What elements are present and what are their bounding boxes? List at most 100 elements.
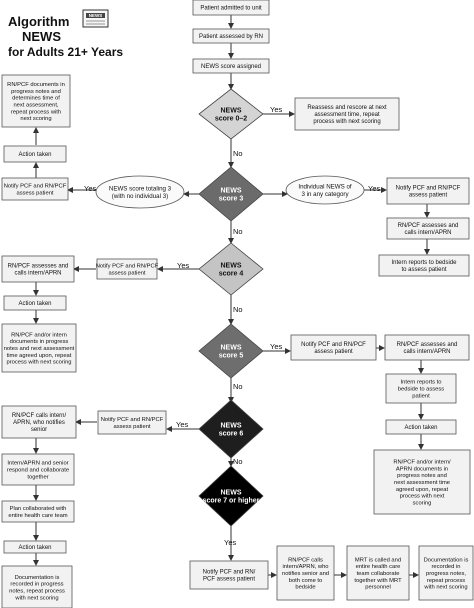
node-text-line: entire health care team xyxy=(8,513,67,519)
score3-left-action-box: Action taken xyxy=(3,145,67,163)
score4-doc-box-shape xyxy=(1,323,77,373)
no-label: No xyxy=(233,227,243,236)
node-text-line: RN/PCF assesses and xyxy=(8,264,69,270)
node-text-line: senior xyxy=(31,427,47,433)
node-text-line: Notify PCF and RN/PCF xyxy=(396,186,461,192)
node-text-line: intern/APRN, who xyxy=(282,564,328,570)
node-text-line: recorded in progress xyxy=(10,582,63,588)
score3-left-notify-box-shape xyxy=(1,177,69,201)
node-text-line: calls intern/APRN xyxy=(14,271,61,277)
score4-action-box: Action taken xyxy=(3,295,67,311)
node-text-line: personnel xyxy=(365,585,390,591)
node-text-line: Action taken xyxy=(18,152,51,158)
node-text-line: Documentation is xyxy=(424,557,469,563)
score5-doc-box: RN/PCF and/or intern/APRN documents inpr… xyxy=(373,449,471,515)
node-text-line: Intern reports to bedside xyxy=(391,260,457,266)
score-assigned-box-shape xyxy=(192,58,270,74)
node-text-line: 3 in any category xyxy=(301,191,349,198)
score3-right-notify-box-shape xyxy=(386,177,470,205)
node-text-line: Individual NEWS of xyxy=(298,184,352,191)
node-text-line: with next scoring xyxy=(14,595,58,601)
node-text-line: RN/PCF and/or intern/ xyxy=(393,459,451,465)
node-text-line: assess patient xyxy=(113,424,150,430)
no-label: No xyxy=(233,457,243,466)
node-text-line: calls intern/APRN xyxy=(404,230,451,236)
node-text-line: RN/PCF assesses and xyxy=(397,342,458,348)
node-text-line: assess patient xyxy=(409,193,448,199)
node-text-line: next assessment time xyxy=(394,480,450,486)
node-text-line: score 0–2 xyxy=(215,116,247,123)
score6-action-box-shape xyxy=(3,540,67,554)
node-text-line: Documentation is xyxy=(15,575,60,581)
node-text-line: Notify PCF and RN/PCF xyxy=(96,264,159,270)
connectors xyxy=(33,15,430,578)
edge-labels: Yes No Yes Yes No Yes No Yes No Yes No Y… xyxy=(84,105,380,547)
node-text-line: process with next scoring xyxy=(313,119,380,125)
score5-intern-box-shape xyxy=(385,373,457,404)
node-text-line: calls intern/APRN xyxy=(403,349,450,355)
node-text-line: next scoring xyxy=(20,116,51,122)
node-text-line: recorded in xyxy=(431,564,460,570)
node-text-line: progress notes and xyxy=(11,89,61,95)
yes-label: Yes xyxy=(177,261,189,270)
score5-action-box-shape xyxy=(385,419,457,435)
node-text-line: NEWS xyxy=(221,489,242,496)
node-text-line: notifies senior and xyxy=(282,571,329,577)
score3-left-action-box-shape xyxy=(3,145,67,163)
node-text-line: bedside to assess xyxy=(398,387,445,393)
node-text-line: assessment time, repeat xyxy=(314,112,380,118)
score4-calls-box-shape xyxy=(1,255,75,283)
node-text-line: to assess patient xyxy=(401,267,446,273)
node-text-line: NEWS xyxy=(221,262,242,269)
score7-doc-box-shape xyxy=(418,545,474,601)
node-text-line: patient xyxy=(412,393,430,399)
node-text-line: NEWS xyxy=(221,344,242,351)
score5-notify-box-shape xyxy=(290,334,377,361)
node-text-line: repeat process with xyxy=(11,109,61,115)
yes-label: Yes xyxy=(270,105,282,114)
node-text-line: RN/PCF calls intern/ xyxy=(12,413,67,419)
patient-assessed-box: Patient assessed by RN xyxy=(192,28,270,44)
score6-plan-box-shape xyxy=(1,500,75,523)
score6-doc-box-shape xyxy=(1,565,73,608)
node-text-line: Notify PCF and RN/PCF xyxy=(4,184,67,190)
individual-3-oval-shape xyxy=(285,175,365,205)
node-text-line: notes, repeat process xyxy=(9,588,65,594)
node-text-line: determines time of xyxy=(12,96,60,102)
node-text-line: Action taken xyxy=(18,545,51,551)
individual-3-oval: Individual NEWS of3 in any category xyxy=(285,175,365,205)
reassess-box-shape xyxy=(294,97,400,131)
node-text-line: Notify PCF and RN/PCF xyxy=(301,342,366,348)
node-text-line: respond and collaborate xyxy=(7,468,69,474)
score7-mrt-box-shape xyxy=(346,545,410,601)
newspaper-icon: NEWS xyxy=(82,9,109,28)
node-text-line: with next scoring xyxy=(423,585,467,591)
no-label: No xyxy=(233,149,243,158)
node-text-line: NEWS xyxy=(221,187,242,194)
node-text-line: process with next scoring xyxy=(6,360,71,366)
node-text-line: RN/PCF assesses and xyxy=(398,223,459,229)
node-text-line: RN/PCF documents in xyxy=(7,82,65,88)
node-text-line: together xyxy=(27,474,48,480)
yes-label: Yes xyxy=(224,538,236,547)
score-total-3-oval: NEWS score totaling 3(with no individual… xyxy=(95,175,185,209)
node-text-line: Patient assessed by RN xyxy=(199,34,263,40)
node-text-line: APRN documents in xyxy=(396,466,448,472)
algorithm-title: Algorithm NEWS for Adults 21+ Years xyxy=(8,14,123,59)
yes-label: Yes xyxy=(176,420,188,429)
score6-action-box: Action taken xyxy=(3,540,67,554)
patient-assessed-box-shape xyxy=(192,28,270,44)
